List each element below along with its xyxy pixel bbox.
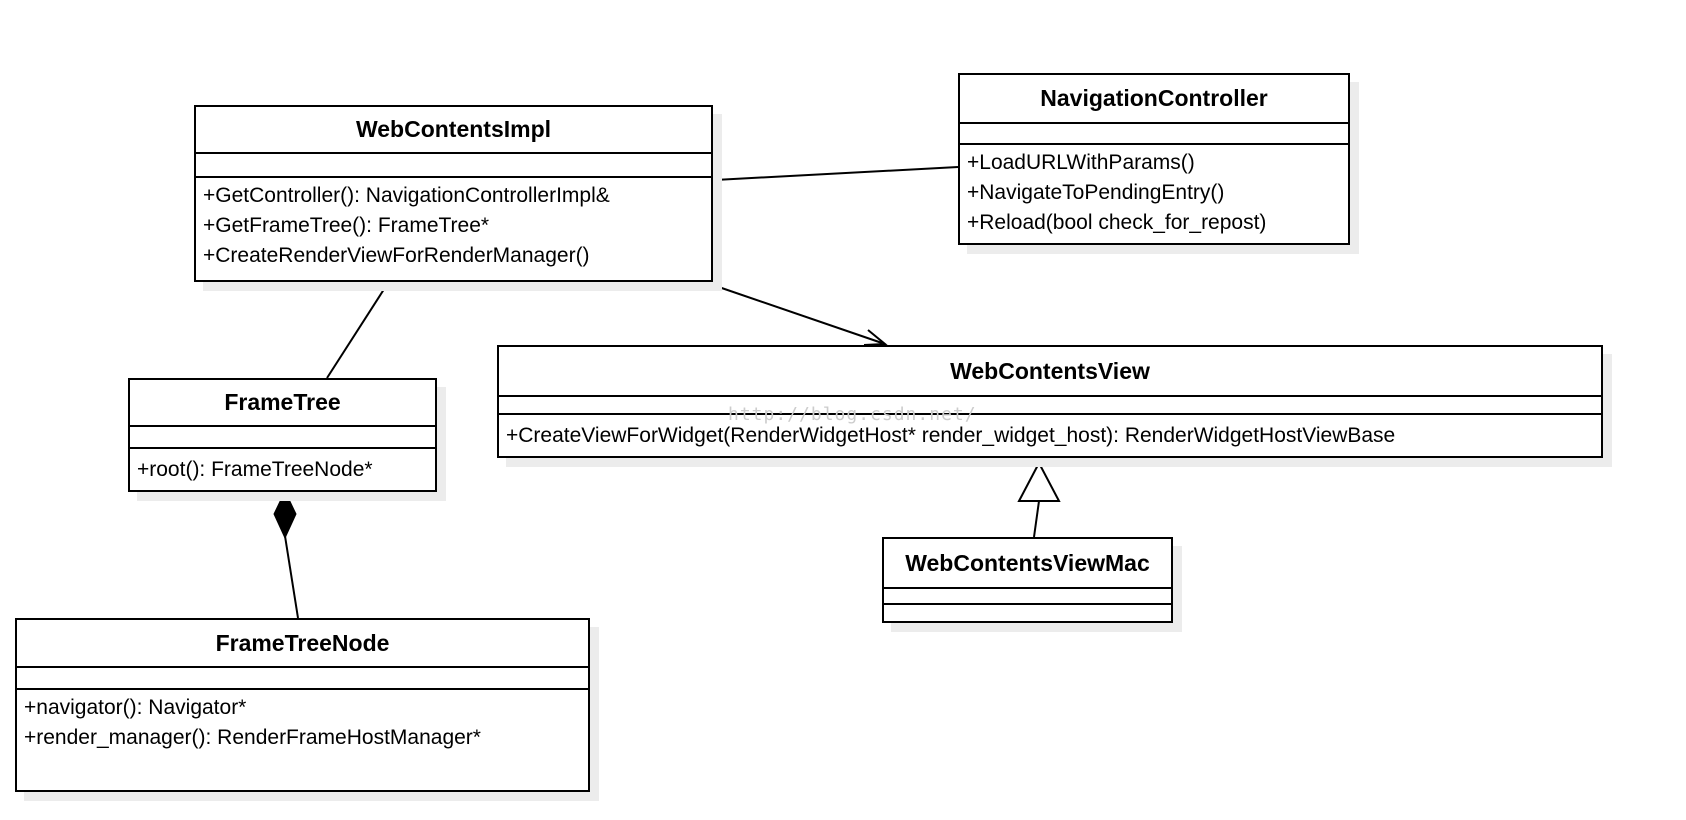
composition-line-frametree-frametreenode (284, 535, 299, 619)
class-methods-compartment: +GetController(): NavigationControllerIm… (196, 178, 711, 280)
method-entry: +GetController(): NavigationControllerIm… (203, 184, 610, 207)
open-arrowhead-icon (863, 329, 888, 346)
class-attributes-compartment (196, 154, 711, 178)
class-title: WebContentsViewMac (884, 539, 1171, 589)
class-attributes-compartment (499, 397, 1601, 415)
method-entry: +Reload(bool check_for_repost) (967, 211, 1267, 234)
class-title: WebContentsView (499, 347, 1601, 397)
class-attributes-compartment (884, 589, 1171, 605)
association-webcontentsimpl-navigationcontroller (714, 166, 959, 181)
method-entry: +LoadURLWithParams() (967, 151, 1195, 174)
class-methods-compartment: +navigator(): Navigator* +render_manager… (17, 690, 588, 790)
class-box-frametree: FrameTree +root(): FrameTreeNode* (128, 378, 437, 492)
class-title: FrameTree (130, 380, 435, 427)
association-webcontentsimpl-frametree (326, 282, 389, 379)
class-methods-compartment: +root(): FrameTreeNode* (130, 449, 435, 490)
generalization-line-webcontentsviewmac (1033, 500, 1040, 538)
method-entry: +render_manager(): RenderFrameHostManage… (24, 726, 481, 749)
class-box-navigationcontroller: NavigationController +LoadURLWithParams(… (958, 73, 1350, 245)
class-attributes-compartment (960, 124, 1348, 145)
class-box-frametreenode: FrameTreeNode +navigator(): Navigator* +… (15, 618, 590, 792)
method-entry: +root(): FrameTreeNode* (137, 457, 373, 481)
class-attributes-compartment (17, 668, 588, 690)
class-box-webcontentsviewmac: WebContentsViewMac (882, 537, 1173, 623)
association-webcontentsimpl-webcontentsview (709, 283, 883, 344)
class-attributes-compartment (130, 427, 435, 449)
method-entry: +NavigateToPendingEntry() (967, 181, 1225, 204)
class-title: FrameTreeNode (17, 620, 588, 668)
class-box-webcontentsview: WebContentsView +CreateViewForWidget(Ren… (497, 345, 1603, 458)
method-entry: +CreateViewForWidget(RenderWidgetHost* r… (506, 423, 1396, 447)
composition-diamond-icon (273, 489, 297, 540)
class-methods-compartment: +CreateViewForWidget(RenderWidgetHost* r… (499, 415, 1601, 456)
class-box-webcontentsimpl: WebContentsImpl +GetController(): Naviga… (194, 105, 713, 282)
class-methods-compartment (884, 605, 1171, 621)
inheritance-triangle-icon (1017, 460, 1061, 502)
method-entry: +CreateRenderViewForRenderManager() (203, 244, 590, 267)
class-methods-compartment: +LoadURLWithParams() +NavigateToPendingE… (960, 145, 1348, 243)
class-title: NavigationController (960, 75, 1348, 124)
csdn-watermark: http://blog.csdn.net/ (728, 404, 977, 425)
class-title: WebContentsImpl (196, 107, 711, 154)
method-entry: +navigator(): Navigator* (24, 696, 247, 719)
method-entry: +GetFrameTree(): FrameTree* (203, 214, 490, 237)
